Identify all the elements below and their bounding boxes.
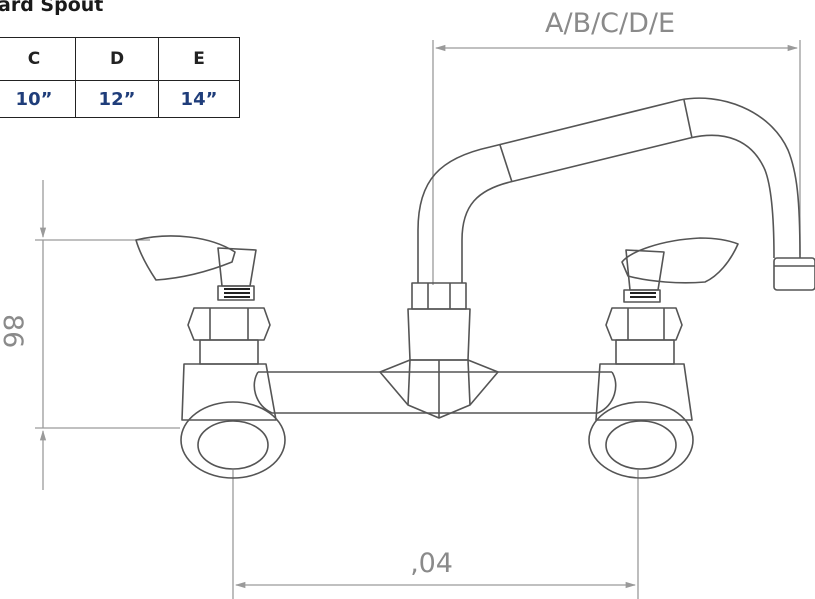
dimension-lines (35, 40, 801, 599)
faucet-body (135, 97, 815, 479)
valve-stem-threads (224, 288, 656, 298)
table-value-d: 12” (75, 80, 159, 118)
spout-reach-label: A/B/C/D/E (545, 8, 676, 39)
table-header-e: E (158, 37, 240, 81)
height-label: 86 (0, 314, 28, 349)
page-heading: ard Spout (0, 0, 104, 16)
table-value-c: 10” (0, 80, 76, 118)
table-value-e: 14” (158, 80, 240, 118)
table-header-d: D (75, 37, 159, 81)
center-spacing-label: ‚04 (410, 548, 453, 579)
spout-size-table: C D E 10” 12” 14” (0, 37, 240, 118)
